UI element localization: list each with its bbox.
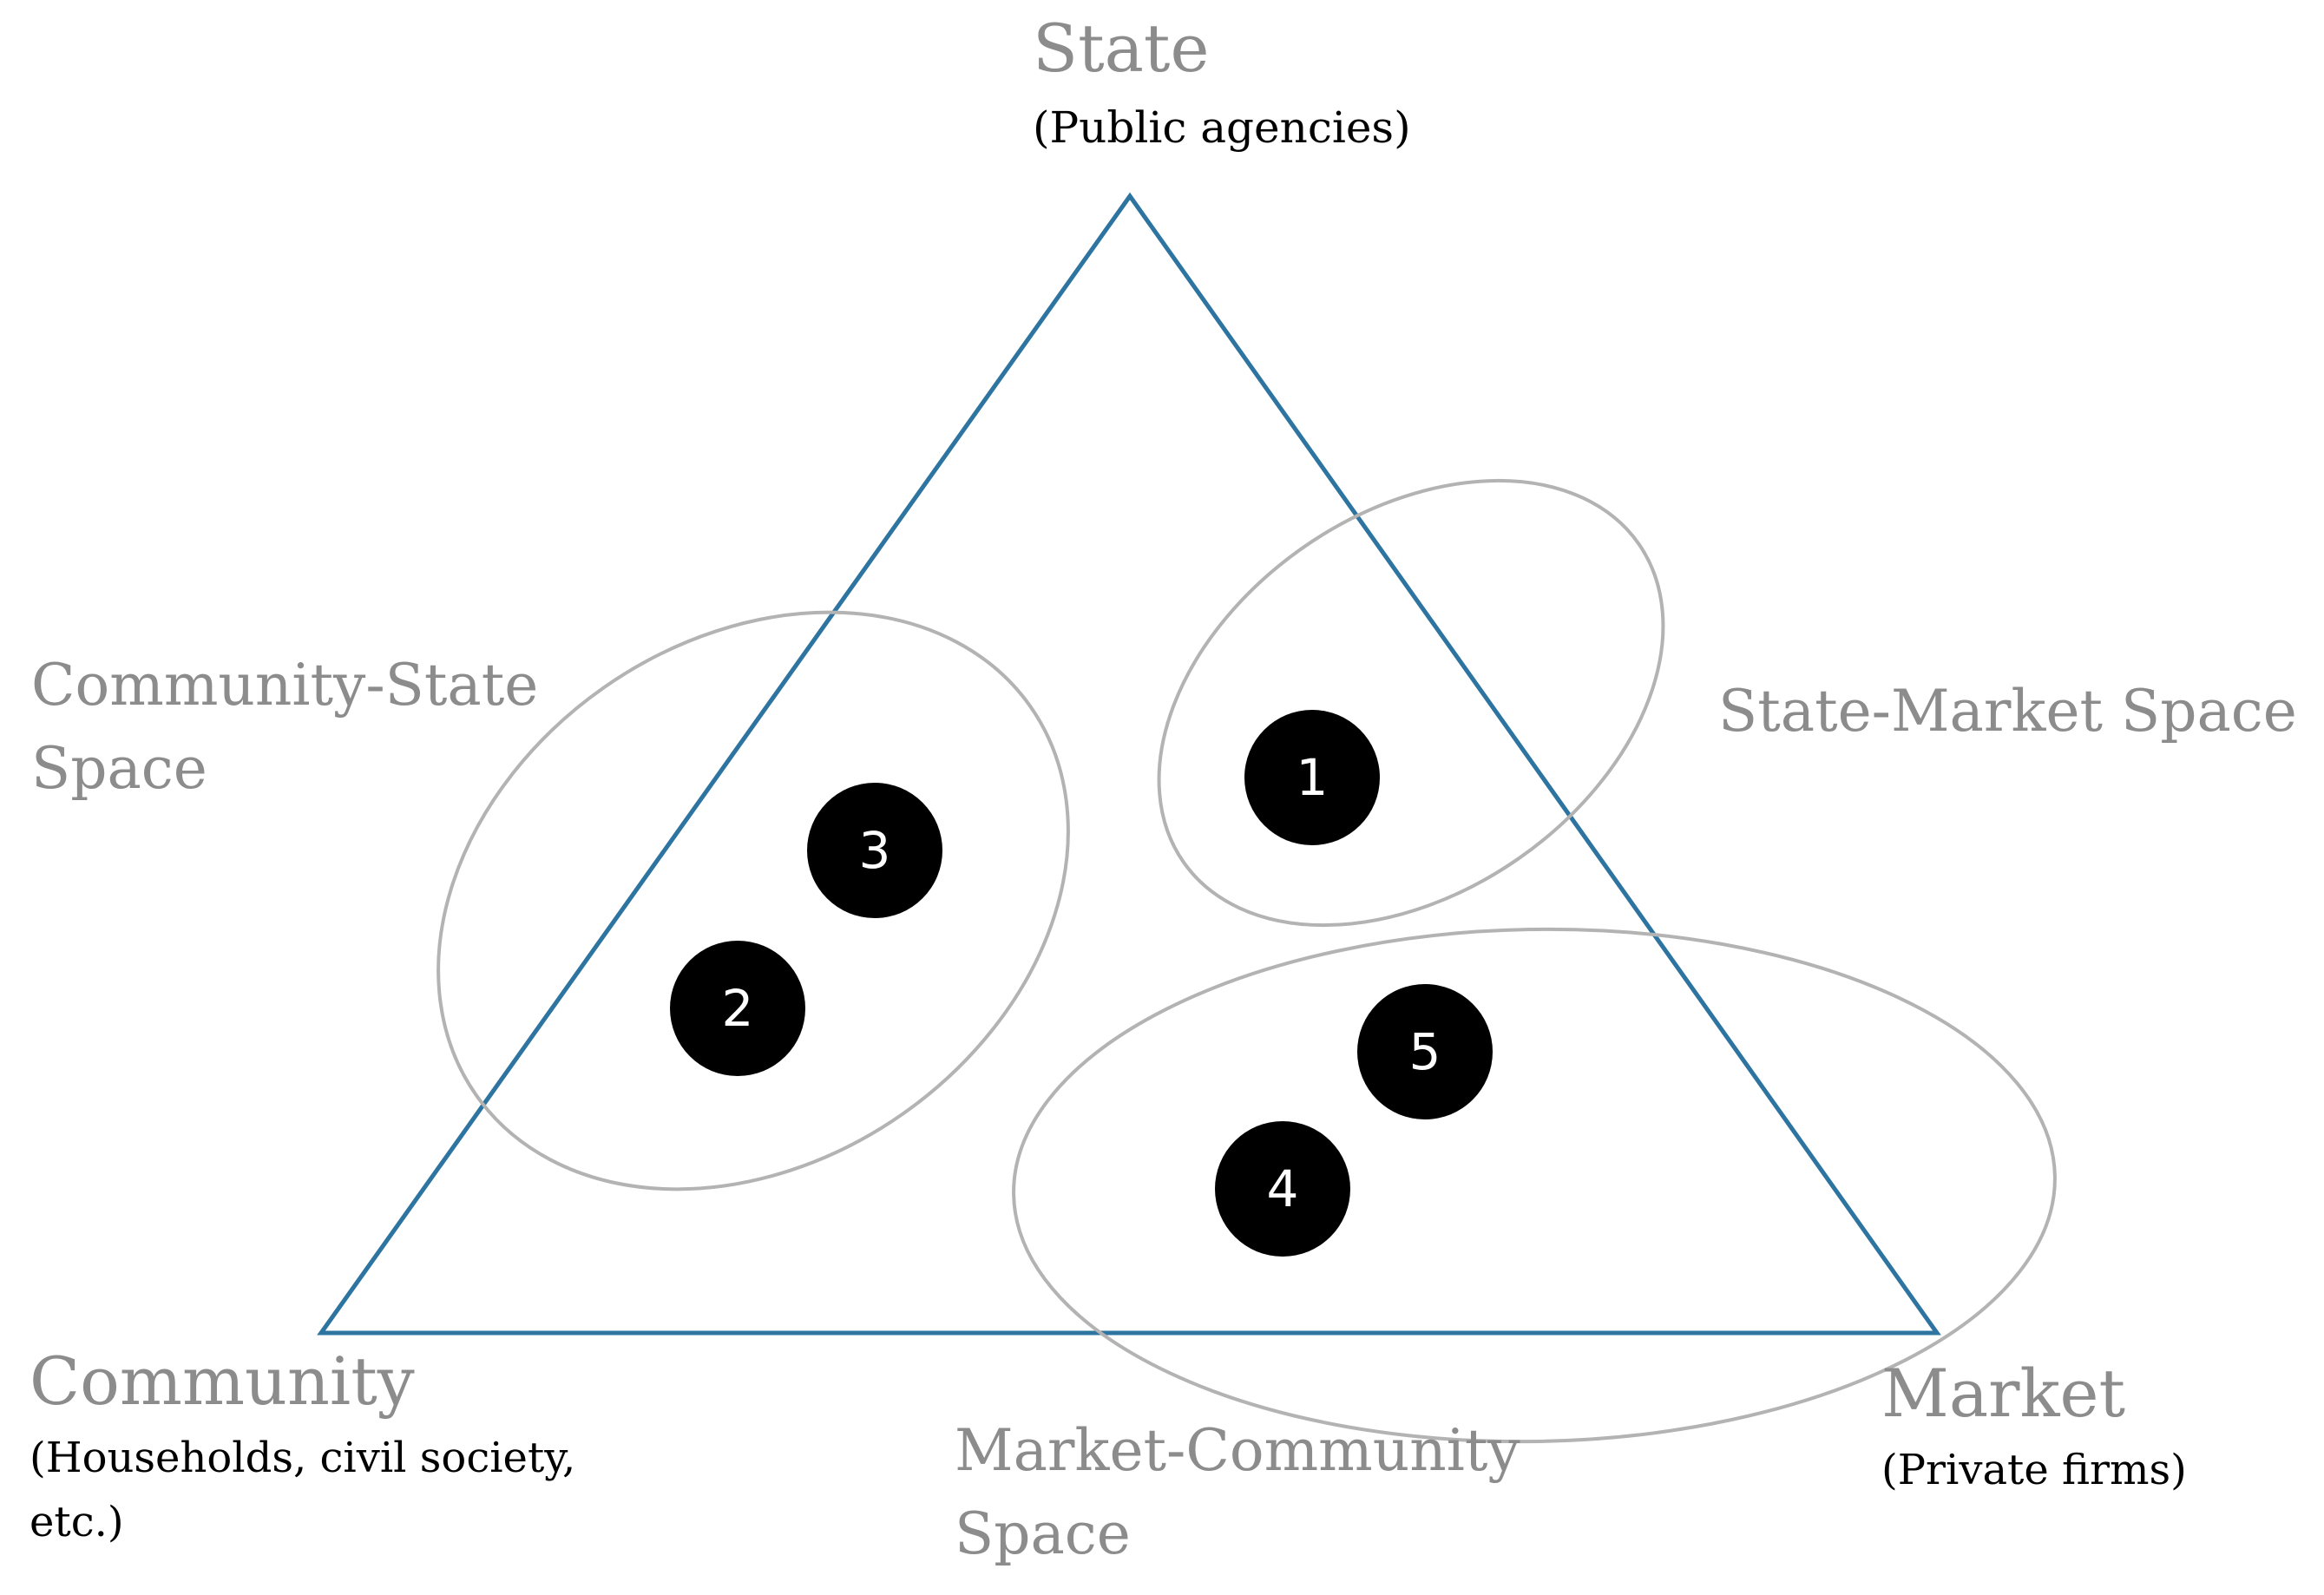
- market-community-label-line1: Market-Community: [955, 1417, 1520, 1484]
- marker-5-circle: [1357, 984, 1493, 1119]
- marker-4-circle: [1215, 1121, 1350, 1257]
- community-subtitle-line1: (Households, civil society,: [30, 1434, 575, 1482]
- marker-2-label: 2: [722, 979, 754, 1038]
- community-state-label-line2: Space: [31, 735, 207, 802]
- market-community-label-line2: Space: [955, 1500, 1131, 1567]
- marker-4-label: 4: [1267, 1159, 1299, 1218]
- marker-1-circle: [1244, 710, 1380, 845]
- marker-3-label: 3: [859, 821, 891, 880]
- marker-5-label: 5: [1409, 1022, 1441, 1081]
- community-state-label-line1: Community-State: [31, 652, 538, 719]
- state-market-ellipse: [1157, 478, 1665, 928]
- community-state-ellipse: [437, 610, 1070, 1191]
- state-title: State: [1033, 10, 1209, 87]
- marker-3-circle: [807, 783, 942, 918]
- state-subtitle: (Public agencies): [1033, 102, 1411, 153]
- community-title: Community: [30, 1342, 415, 1420]
- markers-group: 1 2 3 4 5: [670, 710, 1493, 1257]
- market-subtitle: (Private firms): [1881, 1446, 2187, 1494]
- marker-1-label: 1: [1297, 748, 1329, 807]
- marker-2-circle: [670, 941, 805, 1076]
- market-title: Market: [1881, 1355, 2125, 1432]
- state-market-label: State-Market Space: [1718, 678, 2297, 745]
- governance-triangle: [317, 192, 1941, 1336]
- market-community-ellipse: [1012, 927, 2057, 1444]
- community-subtitle-line2: etc.): [30, 1498, 124, 1546]
